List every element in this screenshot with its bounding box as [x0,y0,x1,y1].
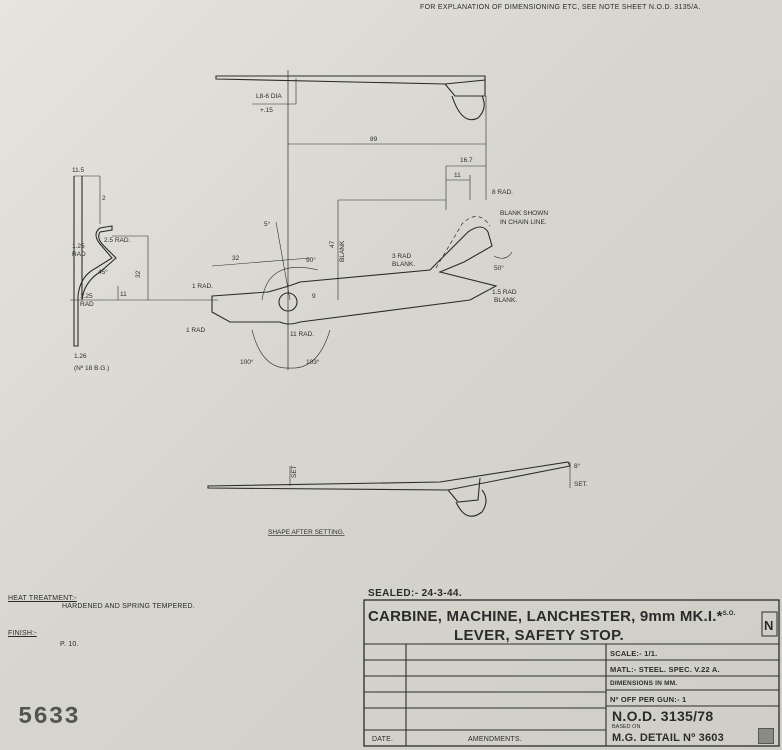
off-per-gun: Nº OFF PER GUN:- 1 [610,695,687,704]
dim-3-rad-blank: BLANK. [392,261,415,268]
material: MATL:- STEEL. SPEC. V.22 A. [610,665,720,674]
dim-1-rad: 1 RAD [186,327,205,334]
dim-47: 47 [329,240,336,248]
based-on: BASED ON [612,724,641,730]
dim-32-vert: 32 [135,270,142,278]
title-superscript: S.O. [722,611,736,617]
title-line-1: CARBINE, MACHINE, LANCHESTER, 9mm MK.I.*… [368,608,736,625]
dim-1-25: 1.25 [72,243,85,250]
dim-dia-tol: +.15 [260,107,273,114]
dim-1-25-b: 1.25 [80,293,93,300]
title-line-1-text: CARBINE, MACHINE, LANCHESTER, 9mm MK.I.* [368,608,723,625]
date-label: DATE. [372,736,394,743]
dim-1-5-rad: 1.5 RAD [492,289,517,296]
dim-set: SET. [574,481,588,488]
dim-blank: BLANK [339,240,346,262]
dim-1-5-rad-blank: BLANK. [494,297,517,304]
note-blank-shown: BLANK SHOWN [500,210,548,217]
n-box: N [764,618,774,633]
dim-5-deg: 5° [264,220,271,228]
dim-8-rad: 8 RAD. [492,189,513,196]
dim-11-small: 11 [120,291,127,298]
dim-50-deg: 50° [494,264,504,272]
dim-11-5: 11.5 [72,167,85,174]
finish-label: FINISH:- [8,630,37,637]
stamp-number: 5633 [18,704,80,731]
set-shape-outline [207,461,571,491]
corner-check-mark [758,728,774,744]
dim-100-deg: 100° [240,358,254,366]
dim-1-25-rad: RAD [72,251,86,258]
dim-1-rad-top: 1 RAD. [192,283,213,290]
finish-value: P. 10. [60,641,79,648]
dim-11: 11 [454,172,461,179]
set-shape-tab [455,489,487,517]
note-chain-line: IN CHAIN LINE. [500,219,547,226]
dim-rad-b: RAD [80,301,94,308]
dim-1-26: 1.26 [74,353,87,360]
title-line-2: LEVER, SAFETY STOP. [454,627,624,644]
top-view-tab [451,95,485,121]
dim-32: 32 [232,255,240,262]
title-block-frame [363,599,780,747]
dim-16-7: 16.7 [460,157,473,164]
nod-number: N.O.D. 3135/78 [612,708,714,724]
dim-2: 2 [102,195,106,202]
dim-set-vert: SET [291,465,298,478]
scale: SCALE:- 1/1. [610,649,658,658]
sealed-date: SEALED:- 24-3-44. [368,588,463,599]
dim-90-deg: 90° [306,256,316,264]
heat-treatment-label: HEAT TREATMENT:- [8,595,77,602]
amendments-label: AMENDMENTS. [468,736,522,743]
blank-chain-line [435,216,491,269]
dimensions-unit: DIMENSIONS IN MM. [610,680,678,687]
dim-8-deg: 8° [574,462,581,470]
dim-45: 45° [98,268,108,276]
heat-treatment-value: HARDENED AND SPRING TEMPERED. [62,603,195,610]
dim-2-5-rad: 2.5 RAD. [104,237,131,244]
mg-detail: M.G. DETAIL Nº 3603 [612,732,724,744]
header-note: FOR EXPLANATION OF DIMENSIONING ETC, SEE… [420,4,701,11]
dim-11-rad: 11 RAD. [290,331,314,338]
dim-gauge: (Nº 18 B.G.) [74,365,109,372]
dim-103-deg: 103° [306,358,320,366]
profile-outline [73,176,117,347]
top-view-outline [215,75,486,85]
dim-89: 89 [370,136,378,143]
shape-after-setting-caption: SHAPE AFTER SETTING. [268,529,345,536]
dim-3-rad: 3 RAD [392,253,411,260]
dim-dia: L8-6 DIA [256,93,282,100]
lever-outline [211,226,498,325]
dim-9: 9 [312,293,316,300]
pivot-hole [278,292,298,312]
